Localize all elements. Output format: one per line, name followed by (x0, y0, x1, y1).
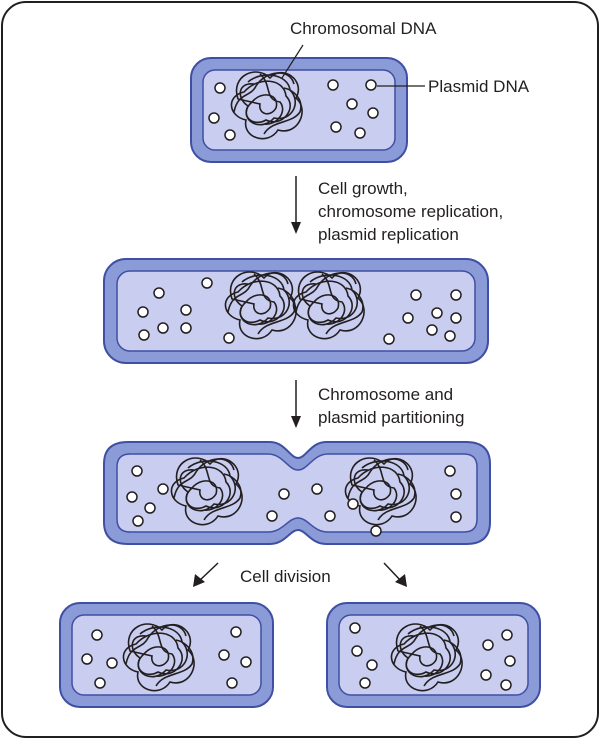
arrow-division-left (193, 562, 219, 587)
chromosomal-dna-leader (281, 44, 304, 79)
step-growth-line1: Cell growth, (318, 179, 408, 198)
cell-dividing (103, 441, 491, 545)
plasmid-group (126, 465, 462, 537)
cell-elongated (103, 258, 489, 364)
cell-initial (190, 44, 425, 163)
plasmid-group (208, 79, 379, 141)
plasmid-group (137, 277, 462, 345)
step-partitioning-line2: plasmid partitioning (318, 408, 465, 427)
step-growth-line3: plasmid replication (318, 225, 459, 244)
daughter-cell-left (59, 602, 274, 708)
step-partitioning-line1: Chromosome and (318, 385, 454, 404)
step-division-label: Cell division (240, 567, 331, 586)
plasmid-dna-label: Plasmid DNA (428, 77, 530, 96)
arrow-growth (291, 176, 301, 234)
chromosomal-dna-label: Chromosomal DNA (290, 19, 437, 38)
plasmid-group (81, 626, 252, 689)
arrow-division-right (383, 562, 407, 587)
step-growth-line2: chromosome replication, (318, 202, 504, 221)
plasmid-group (349, 622, 516, 691)
daughter-cell-right (326, 602, 541, 708)
arrow-partitioning (291, 380, 301, 428)
